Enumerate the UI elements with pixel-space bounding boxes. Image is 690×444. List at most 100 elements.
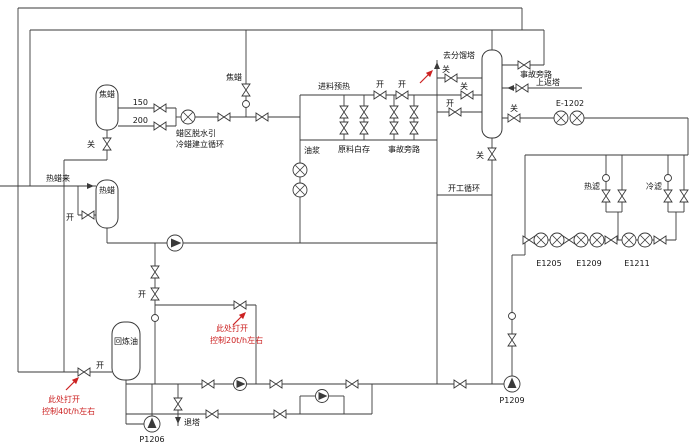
annotation-open-here-20t: 此处打开: [216, 323, 248, 333]
label-raw-material-storage: 原料白存: [338, 144, 370, 154]
heat-exchanger: [589, 232, 605, 248]
label-valve-closed: 关: [510, 103, 518, 113]
label-valve-open: 开: [398, 80, 406, 89]
label-oil-slurry: 油浆: [304, 145, 320, 155]
label-e1209: E1209: [576, 259, 601, 268]
valve: [487, 147, 497, 161]
valve: [604, 235, 618, 245]
valve: [269, 379, 283, 389]
valve: [173, 397, 183, 411]
vessel-hot-wax: [95, 179, 119, 229]
label-vessel-hot-wax: 热蜡: [99, 185, 115, 195]
label-to-fractionator: 去分馏塔: [443, 50, 475, 60]
pump-p1209: [503, 375, 521, 393]
valve: [81, 210, 95, 220]
valve: [339, 121, 349, 135]
label-line-200: 200: [133, 116, 148, 125]
valve: [102, 137, 112, 151]
label-back-to-tower: 退塔: [184, 417, 200, 427]
label-accident-bypass-mid: 事故旁路: [388, 144, 420, 154]
valve: [77, 367, 91, 377]
annotation-arrow: [65, 376, 80, 391]
label-coke-wax-line: 焦蜡: [226, 72, 242, 82]
heat-exchanger: [292, 182, 308, 198]
valve: [409, 105, 419, 119]
valve: [217, 112, 231, 122]
valve: [233, 300, 247, 310]
flow-arrow-down: [175, 417, 181, 424]
label-valve-closed: 关: [87, 139, 95, 149]
label-accident-bypass-top: 事故旁路: [520, 69, 552, 79]
valve: [617, 189, 627, 203]
valve: [359, 105, 369, 119]
annotation-control-20t: 控制20t/h左右: [210, 335, 263, 345]
label-e1205: E1205: [536, 259, 561, 268]
label-valve-closed: 关: [460, 81, 468, 91]
heat-exchanger: [292, 162, 308, 178]
label-line-150: 150: [133, 98, 148, 107]
pump: [315, 389, 329, 403]
valve: [389, 121, 399, 135]
valve: [517, 60, 531, 70]
heat-exchanger: [553, 110, 569, 126]
valve: [453, 379, 467, 389]
valve: [601, 189, 611, 203]
valve: [653, 235, 667, 245]
valve: [373, 90, 387, 100]
valve: [562, 235, 576, 245]
valve: [507, 113, 521, 123]
label-upper-return: 上返塔: [536, 77, 560, 87]
heat-exchanger: [573, 232, 589, 248]
instrument-bubble: [664, 174, 672, 182]
label-valve-open: 开: [66, 213, 74, 222]
instrument-bubble: [602, 174, 610, 182]
valve: [515, 83, 529, 93]
label-valve-open: 开: [446, 99, 454, 108]
label-startup-circulation: 开工循环: [448, 183, 480, 193]
valve: [460, 90, 474, 100]
flow-arrow-up: [434, 62, 440, 69]
label-cold-filtrate: 冷滤: [646, 181, 662, 191]
valve: [241, 83, 251, 97]
valve: [150, 287, 160, 301]
valve: [522, 235, 536, 245]
annotation-open-here-40t: 此处打开: [48, 394, 80, 404]
valve: [153, 121, 167, 131]
label-valve-open: 开: [376, 80, 384, 89]
valve: [201, 379, 215, 389]
valve: [205, 409, 219, 419]
label-wax-area-dewater: 蜡区脱水引: [176, 128, 216, 138]
valve: [273, 409, 287, 419]
heat-exchanger: [533, 232, 549, 248]
valve: [663, 189, 673, 203]
valve: [448, 107, 462, 117]
valve: [507, 333, 517, 347]
heat-exchanger: [180, 109, 196, 125]
valve: [409, 121, 419, 135]
label-p1206: P1206: [139, 435, 164, 444]
valve: [444, 73, 458, 83]
pump-p1206: [143, 415, 161, 433]
valve: [150, 265, 160, 279]
annotation-arrow: [419, 69, 434, 84]
label-hot-wax-in: 热蜡来: [46, 173, 70, 183]
valve: [255, 112, 269, 122]
instrument-bubble: [242, 100, 250, 108]
label-e1202: E-1202: [556, 99, 584, 108]
flow-arrow-left: [507, 85, 514, 91]
valve: [389, 105, 399, 119]
vessels: [95, 49, 503, 381]
label-valve-open: 开: [96, 361, 104, 370]
pump: [166, 234, 184, 252]
valve: [359, 121, 369, 135]
fractionation-column: [481, 49, 503, 139]
label-e1211: E1211: [624, 259, 649, 268]
heat-exchanger: [549, 232, 565, 248]
annotation-control-40t: 控制40t/h左右: [42, 406, 95, 416]
label-valve-open: 开: [138, 290, 146, 299]
valve: [339, 105, 349, 119]
label-hot-filtrate: 热滤: [584, 181, 600, 191]
label-valve-closed: 关: [476, 150, 484, 160]
heat-exchanger: [569, 110, 585, 126]
